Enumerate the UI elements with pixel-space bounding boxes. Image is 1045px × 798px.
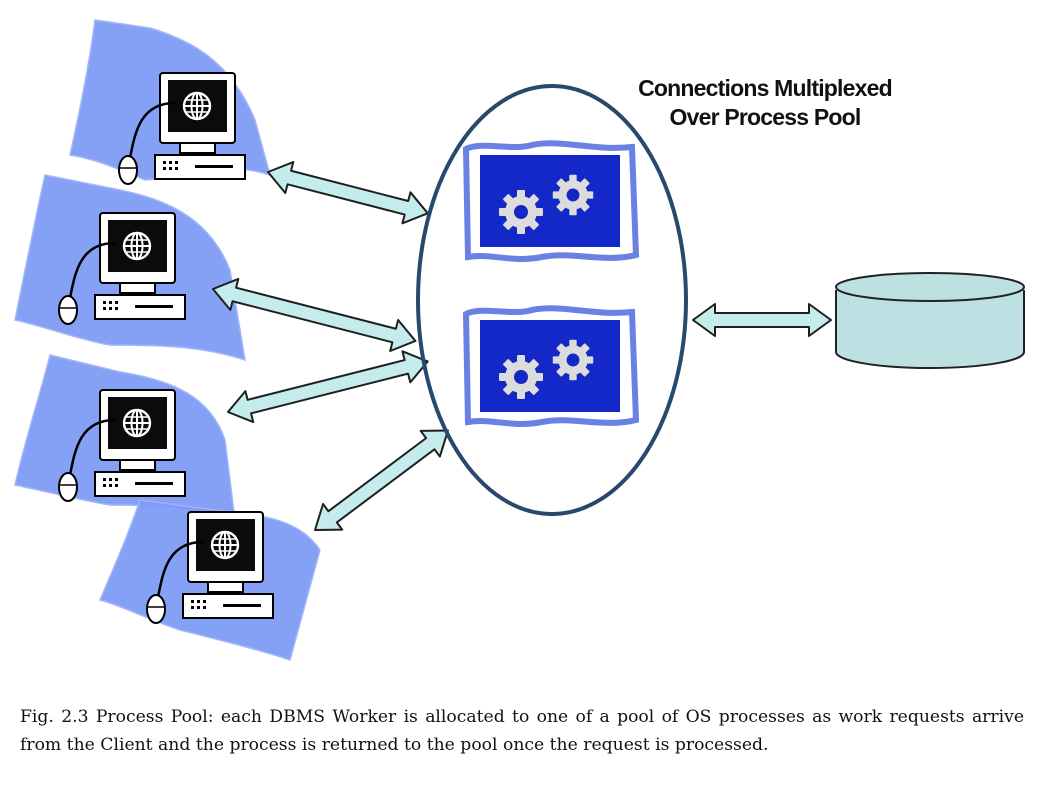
process-pool-diagram (14, 19, 1025, 661)
mouse-icon (58, 472, 78, 502)
mouse-icon (146, 594, 166, 624)
connection-arrow-1 (267, 161, 429, 225)
os-process-1 (462, 140, 640, 262)
connection-arrow-2 (212, 277, 417, 353)
mouse-icon (58, 295, 78, 325)
mouse-icon (118, 155, 138, 185)
globe-icon (210, 530, 240, 560)
process-pool-ellipse (416, 84, 688, 516)
client-computer-icon (58, 389, 186, 502)
globe-icon (182, 91, 212, 121)
keyboard-icon (182, 593, 274, 619)
database-icon (835, 272, 1025, 369)
figure-caption: Fig. 2.3 Process Pool: each DBMS Worker … (20, 707, 1024, 755)
diagram-title-line-1: Connections Multiplexed (638, 75, 893, 101)
keyboard-icon (154, 154, 246, 180)
os-process-2 (462, 305, 640, 427)
keyboard-icon (94, 294, 186, 320)
connection-arrow-4 (314, 429, 449, 531)
globe-icon (122, 231, 152, 261)
client-computer-icon (58, 212, 186, 325)
client-computer-icon (146, 511, 274, 624)
globe-icon (122, 408, 152, 438)
database-arrow (692, 303, 832, 337)
keyboard-icon (94, 471, 186, 497)
diagram-title: Connections Multiplexed Over Process Poo… (600, 74, 930, 132)
connection-arrow-3 (227, 350, 429, 424)
client-computer-icon (118, 72, 246, 185)
diagram-title-line-2: Over Process Pool (669, 104, 862, 130)
